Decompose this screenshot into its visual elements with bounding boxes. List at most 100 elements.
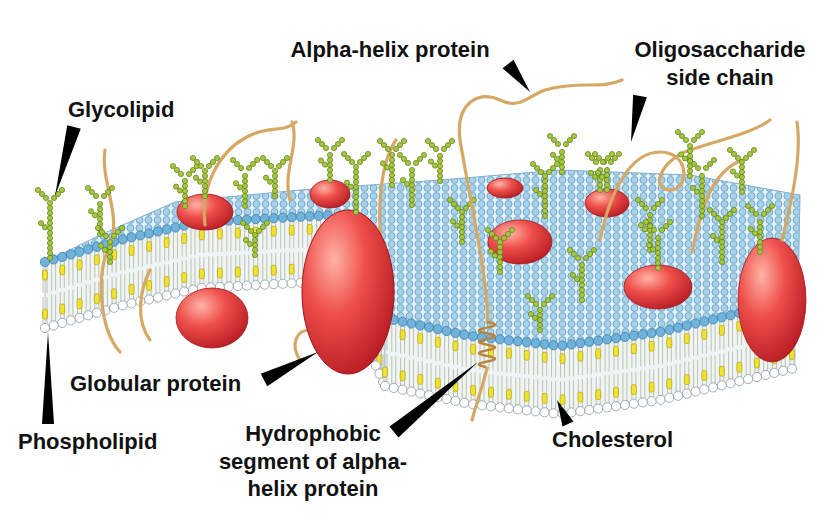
lipid-tail xyxy=(51,263,52,290)
lipid-tail xyxy=(569,380,570,408)
sugar-bead xyxy=(655,201,660,206)
sugar-bead xyxy=(105,189,110,194)
sugar-bead xyxy=(638,223,643,228)
sugar-bead xyxy=(389,177,394,182)
phospholipid-head xyxy=(549,409,558,418)
phospholipid-head xyxy=(744,375,753,384)
phospholipid-head xyxy=(58,318,67,327)
part-label: Oligosaccharide side chain xyxy=(620,36,820,91)
phospholipid-head xyxy=(260,280,269,289)
phospholipid-head xyxy=(603,335,612,344)
sugar-bead xyxy=(393,146,398,151)
sugar-bead xyxy=(256,228,261,233)
lipid-tail xyxy=(391,324,392,352)
sugar-bead xyxy=(761,211,766,216)
sugar-bead xyxy=(252,247,257,252)
sugar-bead xyxy=(530,161,535,166)
sugar-bead xyxy=(537,312,542,317)
sugar-bead xyxy=(727,147,732,152)
cholesterol-mark xyxy=(702,370,707,380)
phospholipid-head xyxy=(691,319,700,328)
cholesterol-mark xyxy=(719,366,724,376)
sugar-bead xyxy=(206,163,211,168)
phospholipid-head xyxy=(735,377,744,386)
lipid-tail xyxy=(609,375,610,403)
cholesterol-mark xyxy=(667,379,672,389)
phospholipid-head xyxy=(585,337,594,346)
lipid-tail xyxy=(640,338,641,366)
sugar-bead xyxy=(335,141,340,146)
cholesterol-mark xyxy=(94,255,99,265)
leader-pointer xyxy=(390,362,478,437)
protein-strand xyxy=(288,122,294,200)
phospholipid-head xyxy=(611,402,620,411)
sugar-bead xyxy=(413,160,418,165)
sugar-bead xyxy=(757,229,762,234)
lipid-tail xyxy=(605,343,606,371)
lipid-tail xyxy=(244,255,245,282)
sugar-bead xyxy=(260,224,265,229)
cholesterol-mark xyxy=(649,382,654,392)
lipid-tail xyxy=(391,356,392,384)
sugar-bead xyxy=(202,178,207,183)
lipid-tail xyxy=(72,258,73,285)
sugar-bead xyxy=(267,179,272,184)
sugar-bead xyxy=(719,249,724,254)
phospholipid-head xyxy=(504,404,513,413)
sugar-bead xyxy=(327,172,332,177)
glycolipid-chain xyxy=(260,155,289,198)
sugar-bead xyxy=(246,165,251,170)
lipid-tail xyxy=(120,243,121,270)
sugar-bead xyxy=(353,164,358,169)
glycolipid-chain xyxy=(547,133,576,174)
phospholipid-head xyxy=(700,385,709,394)
phospholipid-head xyxy=(109,303,118,312)
cholesterol-mark xyxy=(488,387,493,397)
sugar-bead xyxy=(341,151,346,156)
sugar-bead xyxy=(459,239,464,244)
lipid-tail xyxy=(626,373,627,401)
sugar-bead xyxy=(252,232,257,237)
phospholipid-head xyxy=(153,227,162,236)
sugar-bead xyxy=(433,146,438,151)
glycolipid-chain xyxy=(315,137,344,182)
cholesterol-mark xyxy=(235,267,240,277)
phospholipid-head xyxy=(629,331,638,340)
sugar-bead xyxy=(429,142,434,147)
sugar-bead xyxy=(173,184,178,189)
protein-strand xyxy=(204,122,296,225)
lipid-tail xyxy=(711,323,712,351)
sugar-bead xyxy=(559,164,564,169)
sugar-bead xyxy=(567,137,572,142)
sugar-bead xyxy=(353,204,358,209)
phospholipid-head xyxy=(576,339,585,348)
sugar-bead xyxy=(459,229,464,234)
sugar-bead xyxy=(323,145,328,150)
cholesterol-mark xyxy=(631,385,636,395)
sugar-bead xyxy=(719,239,724,244)
sugar-bead xyxy=(533,301,538,306)
sugar-bead xyxy=(280,159,285,164)
lipid-tail xyxy=(533,347,534,375)
lipid-tail xyxy=(138,239,139,266)
sugar-bead xyxy=(47,245,52,250)
sugar-bead xyxy=(743,155,748,160)
protein-strand xyxy=(295,330,310,360)
cholesterol-mark xyxy=(112,289,117,299)
sugar-bead xyxy=(542,208,547,213)
sugar-bead xyxy=(339,137,344,142)
phospholipid-head xyxy=(656,327,665,336)
glycolipid-chain xyxy=(727,147,756,194)
sugar-bead xyxy=(315,137,320,142)
glycolipid-chain xyxy=(35,187,64,260)
sugar-bead xyxy=(264,159,269,164)
glycolipid-chain xyxy=(240,220,269,257)
sugar-bead xyxy=(667,219,672,224)
sugar-bead xyxy=(639,201,644,206)
lipid-tail xyxy=(497,343,498,371)
sugar-bead xyxy=(710,233,715,238)
lipid-tail xyxy=(409,328,410,356)
sugar-bead xyxy=(545,297,550,302)
sugar-bead xyxy=(182,188,187,193)
